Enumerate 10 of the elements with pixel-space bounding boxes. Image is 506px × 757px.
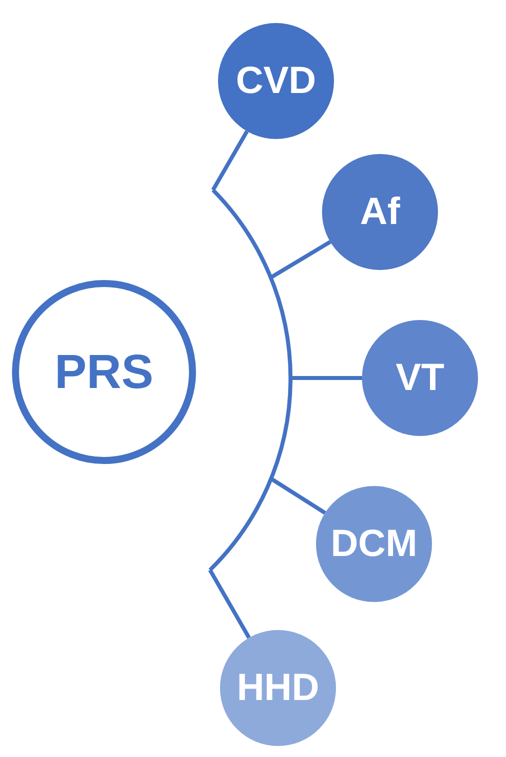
node-label: PRS xyxy=(54,344,154,400)
node-label: DCM xyxy=(330,522,418,566)
node-label: HHD xyxy=(236,666,320,710)
connector-line xyxy=(268,240,332,280)
connector-line xyxy=(208,569,251,639)
node-label: VT xyxy=(396,356,444,400)
connector-line xyxy=(290,376,362,380)
node-label: Af xyxy=(360,190,400,234)
connector-line xyxy=(211,130,249,191)
node-label: CVD xyxy=(236,60,316,102)
